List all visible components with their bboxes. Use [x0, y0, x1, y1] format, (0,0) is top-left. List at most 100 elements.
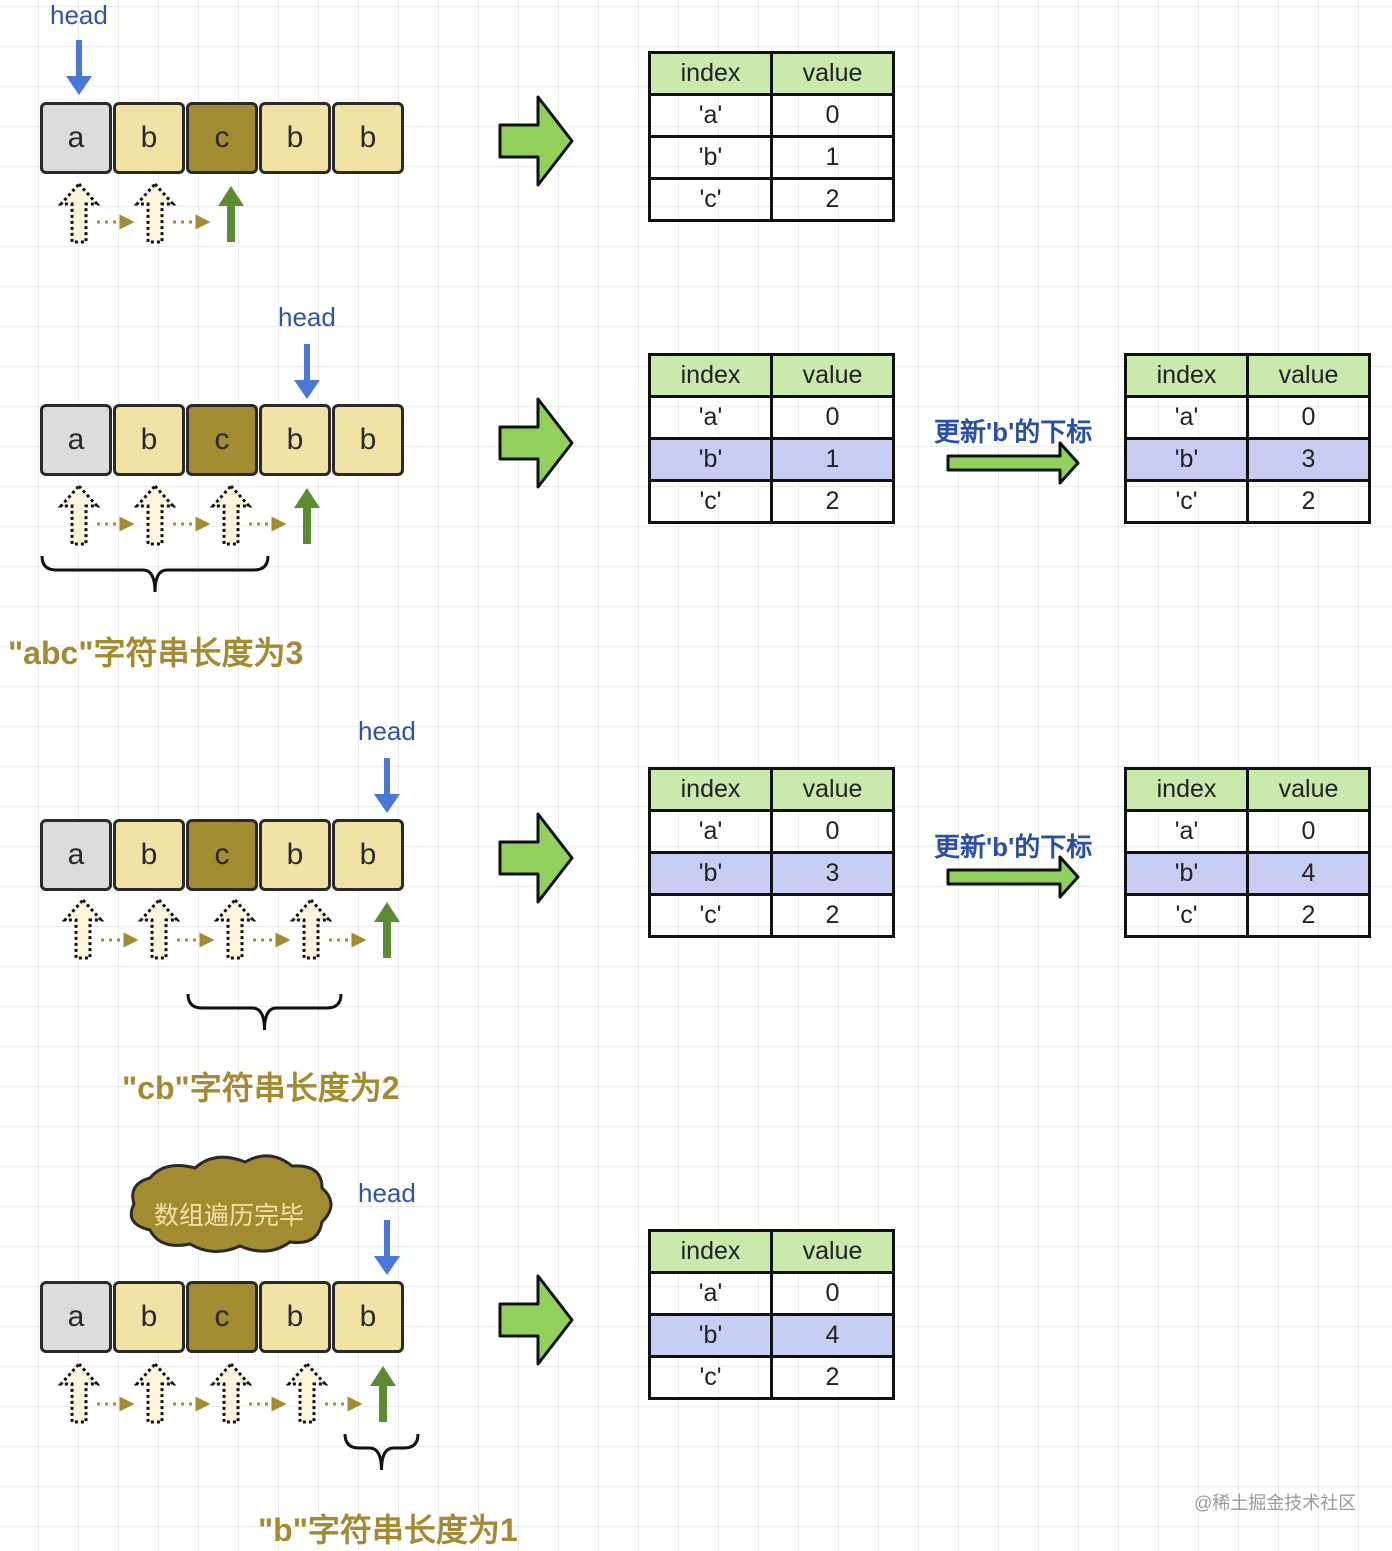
table-cell: 0 [1246, 395, 1371, 440]
current-pointer-icon [218, 186, 244, 242]
table-cell: 'b' [648, 437, 773, 482]
table-cell: 0 [770, 395, 895, 440]
head-label-3: head [358, 716, 416, 746]
head-label-2: head [278, 302, 336, 332]
table-cell: 4 [1246, 851, 1371, 896]
visited-pointer-icon [285, 1361, 329, 1424]
visited-pointer-icon [209, 483, 253, 546]
table-header-value: value [770, 51, 895, 96]
table-row: 'c'2 [648, 1355, 895, 1400]
table-cell: 0 [770, 93, 895, 138]
update-arrow-icon [946, 441, 1080, 485]
table-header-index: index [648, 767, 773, 812]
table-cell: 'b' [1124, 851, 1249, 896]
table-cell: 2 [1246, 893, 1371, 938]
table-cell: 'b' [648, 851, 773, 896]
char-array-4: a b c b b [40, 1281, 405, 1353]
visited-pointer-icon [209, 1361, 253, 1424]
update-arrow-icon [946, 855, 1080, 899]
table-cell: 2 [770, 893, 895, 938]
array-cell: a [40, 404, 112, 476]
table-cell: 0 [770, 809, 895, 854]
table-cell: 0 [1246, 809, 1371, 854]
char-array-2: a b c b b [40, 404, 405, 476]
table-header-index: index [648, 1229, 773, 1274]
table-cell: 'a' [1124, 809, 1249, 854]
table-cell: 'c' [648, 177, 773, 222]
table-row: 'b'3 [1124, 437, 1371, 482]
head-label-1: head [50, 0, 108, 30]
table-cell: 'b' [648, 135, 773, 180]
table-row: 'a'0 [1124, 809, 1371, 854]
head-pointer-icon [294, 344, 320, 399]
transition-arrow-icon [498, 95, 574, 187]
head-label-4: head [358, 1178, 416, 1208]
head-pointer-icon [374, 758, 400, 813]
table-header-value: value [770, 353, 895, 398]
visited-pointer-icon [137, 897, 181, 960]
transition-arrow-icon [498, 397, 574, 489]
brace-icon [40, 555, 270, 593]
table-cell: 'c' [1124, 893, 1249, 938]
table-cell: 'a' [648, 93, 773, 138]
head-pointer-icon [374, 1220, 400, 1275]
visited-pointer-icon [133, 181, 177, 244]
generated-layer [40, 40, 1080, 1471]
table-cell: 'a' [648, 809, 773, 854]
array-cell: b [332, 102, 404, 174]
brace-icon [343, 1433, 420, 1471]
visited-pointer-icon [57, 181, 101, 244]
table-cell: 2 [1246, 479, 1371, 524]
cloud-shape [129, 1154, 333, 1253]
array-cell: b [259, 819, 331, 891]
current-pointer-icon [370, 1366, 396, 1422]
array-cell: b [259, 404, 331, 476]
table-cell: 'b' [648, 1313, 773, 1358]
table-header-value: value [1246, 353, 1371, 398]
array-cell: a [40, 102, 112, 174]
table-cell: 'a' [648, 1271, 773, 1316]
table-row: 'a'0 [648, 395, 895, 440]
visited-pointer-icon [61, 897, 105, 960]
array-cell: c [186, 819, 258, 891]
transition-arrow-icon [498, 1274, 574, 1366]
table-cell: 2 [770, 177, 895, 222]
current-pointer-icon [374, 902, 400, 958]
table-header-value: value [1246, 767, 1371, 812]
table-row: 'b'1 [648, 437, 895, 482]
array-cell: b [259, 1281, 331, 1353]
table-row: 'c'2 [648, 479, 895, 524]
table-header-index: index [1124, 353, 1249, 398]
table-cell: 2 [770, 1355, 895, 1400]
watermark: @稀土掘金技术社区 [1194, 1493, 1357, 1513]
array-cell: c [186, 404, 258, 476]
array-cell: b [113, 819, 185, 891]
array-cell: b [113, 404, 185, 476]
table-cell: 'a' [1124, 395, 1249, 440]
table-cell: 3 [770, 851, 895, 896]
table-cell: 'c' [648, 479, 773, 524]
table-cell: 'c' [648, 893, 773, 938]
table-row: 'c'2 [1124, 893, 1371, 938]
array-cell: b [259, 102, 331, 174]
table-cell: 4 [770, 1313, 895, 1358]
note-abc-length: "abc"字符串长度为3 [8, 635, 304, 671]
transition-arrow-icon [498, 812, 574, 904]
array-cell: b [113, 102, 185, 174]
array-cell: a [40, 819, 112, 891]
brace-icon [186, 993, 343, 1031]
table-row: 'b'3 [648, 851, 895, 896]
array-cell: b [332, 1281, 404, 1353]
visited-pointer-icon [289, 897, 333, 960]
table-header-index: index [648, 353, 773, 398]
visited-pointer-icon [57, 483, 101, 546]
visited-pointer-icon [57, 1361, 101, 1424]
array-cell: b [332, 404, 404, 476]
